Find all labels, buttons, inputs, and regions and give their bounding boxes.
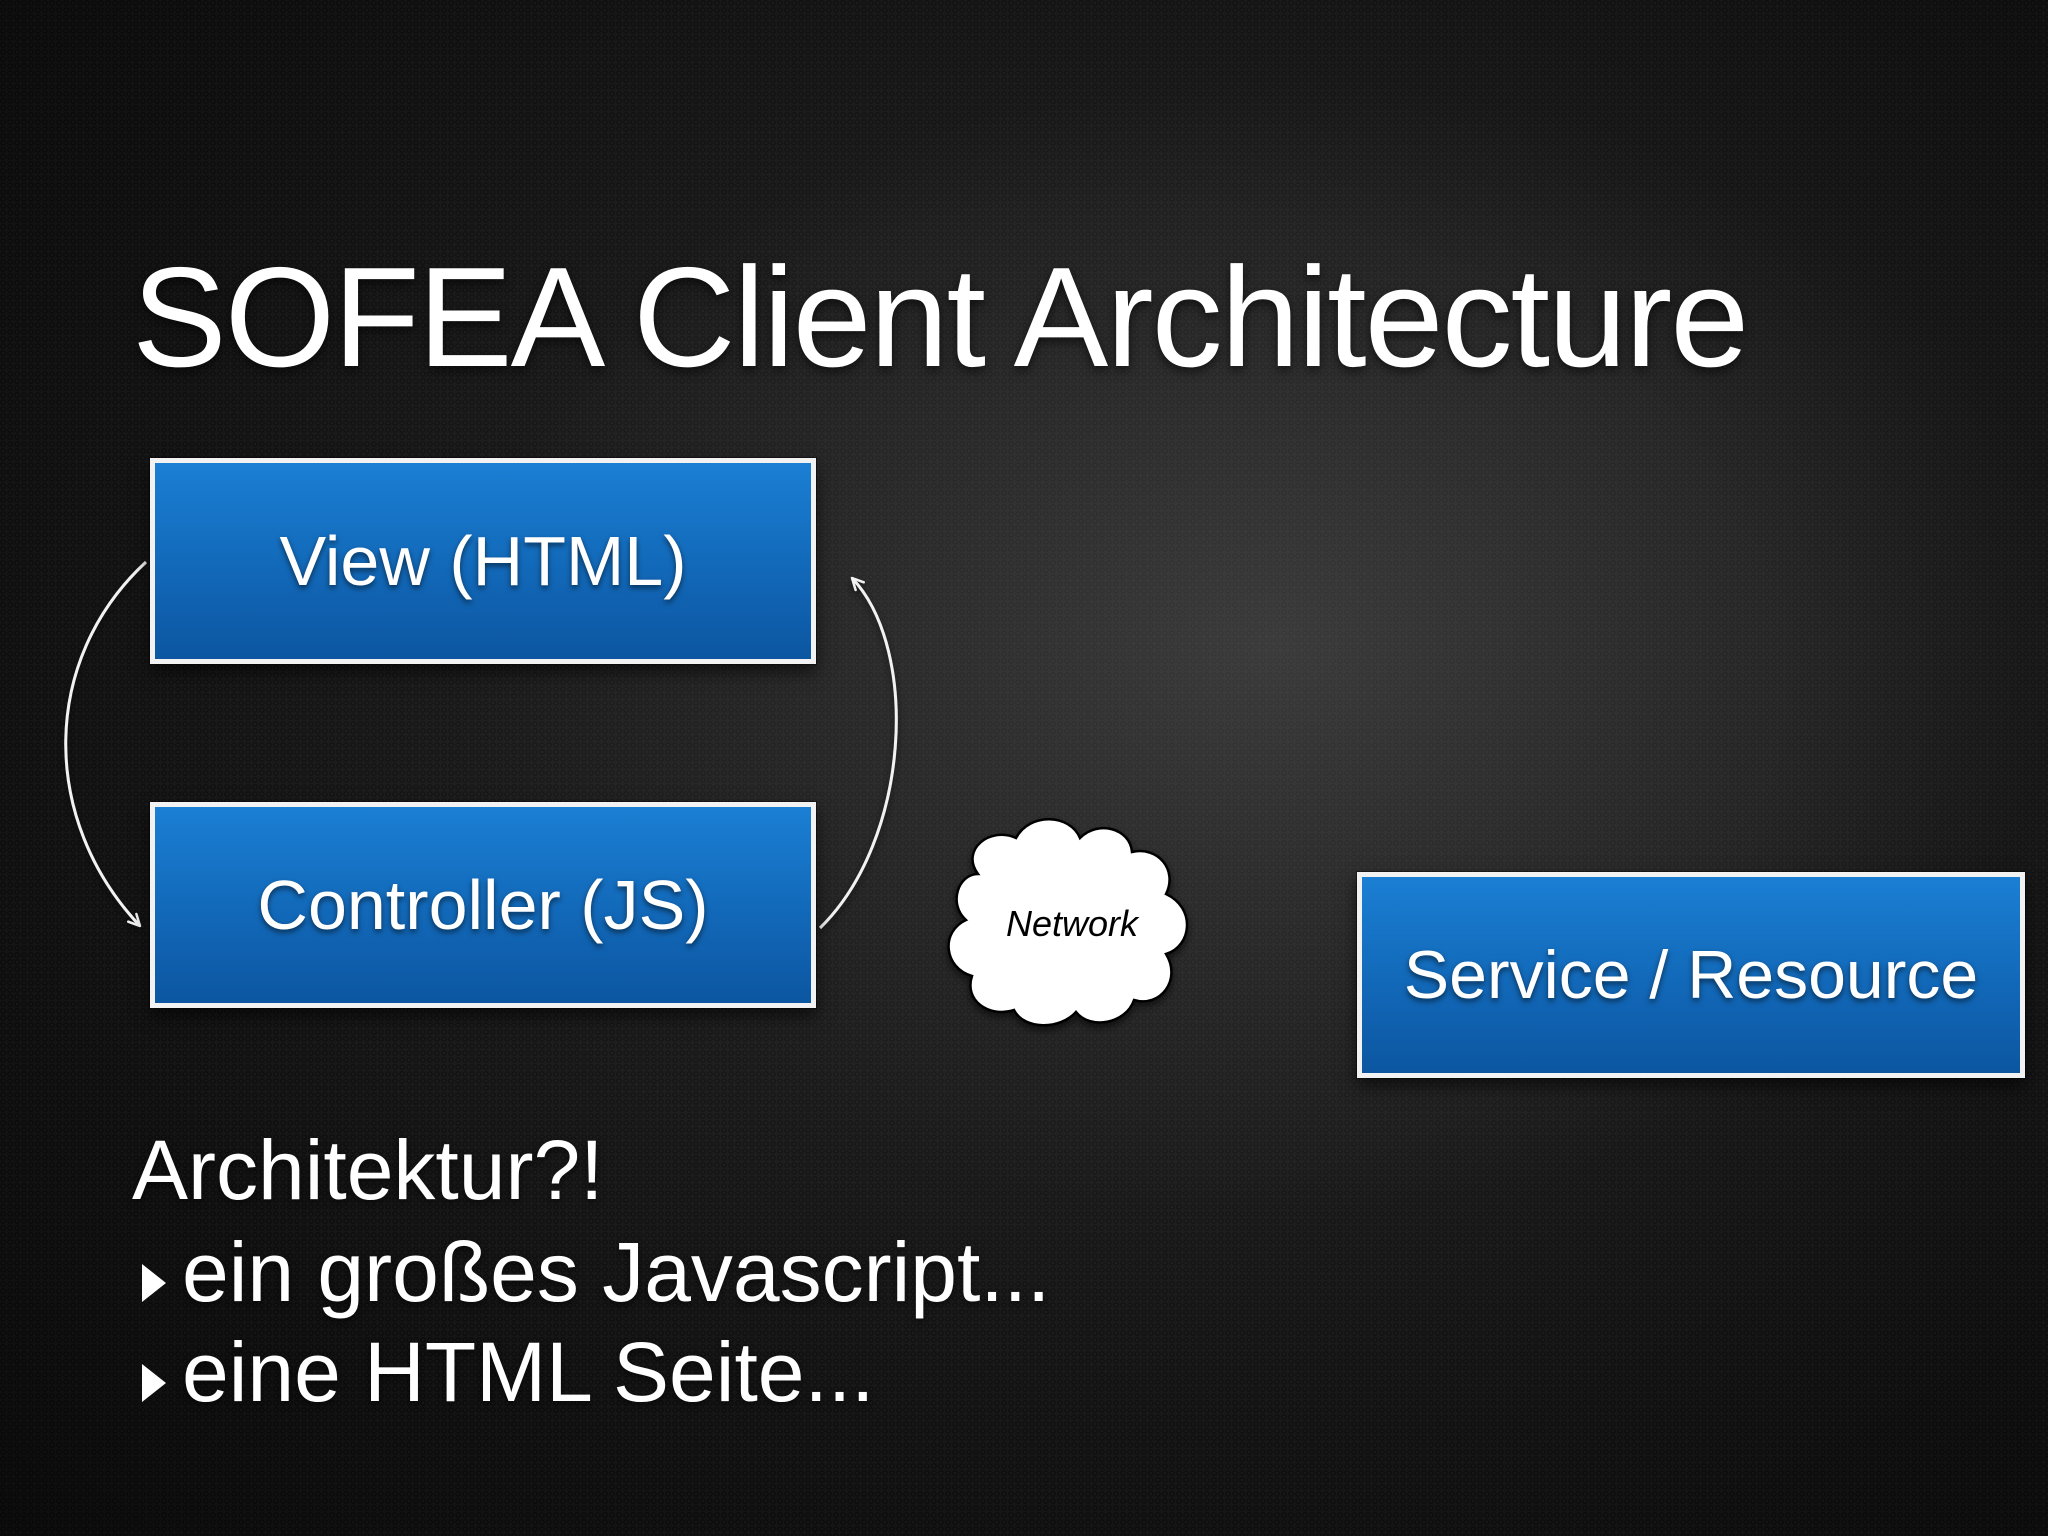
controller-box-label: Controller (JS) — [257, 866, 709, 944]
service-resource-box: Service / Resource — [1357, 872, 2025, 1078]
notes-heading: Architektur?! — [132, 1123, 604, 1217]
view-box-label: View (HTML) — [279, 522, 687, 600]
arrow-controller-to-view — [818, 576, 898, 930]
network-label: Network — [1005, 903, 1139, 944]
triangle-right-icon — [142, 1364, 166, 1402]
bullet-text: ein großes Javascript... — [182, 1225, 1051, 1319]
notes-bullet-list: ein großes Javascript... eine HTML Seite… — [132, 1222, 1050, 1422]
controller-box: Controller (JS) — [150, 802, 816, 1008]
arrow-view-to-controller — [64, 560, 148, 928]
service-box-label: Service / Resource — [1403, 937, 1979, 1013]
bullet-item: ein großes Javascript... — [132, 1222, 1050, 1322]
bullet-text: eine HTML Seite... — [182, 1325, 875, 1419]
bullet-item: eine HTML Seite... — [132, 1322, 1050, 1422]
triangle-right-icon — [142, 1264, 166, 1302]
slide-title: SOFEA Client Architecture — [132, 238, 1749, 398]
view-box: View (HTML) — [150, 458, 816, 664]
